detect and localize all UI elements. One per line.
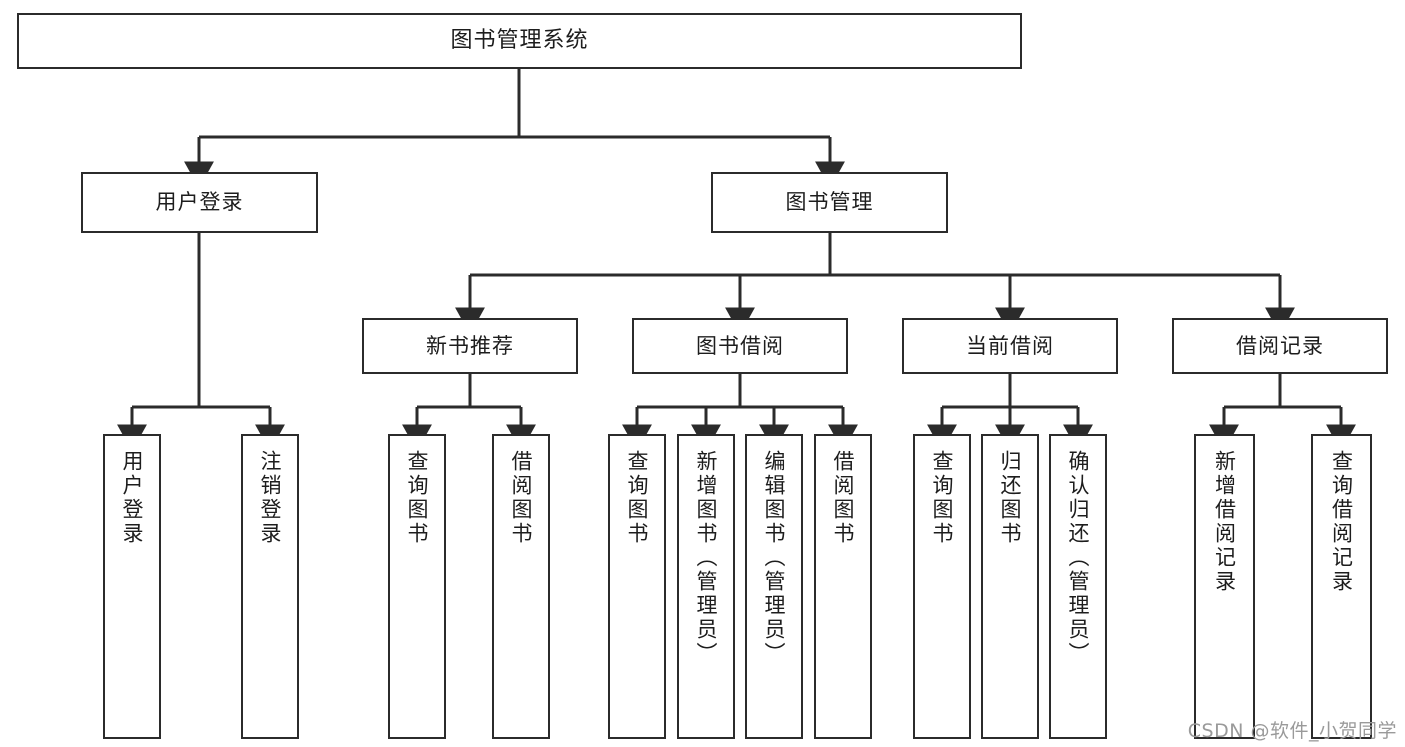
node-borrow-record-label: 借阅记录	[1236, 333, 1324, 358]
node-book-borrow[interactable]: 图书借阅	[632, 318, 848, 374]
node-user-login[interactable]: 用户登录	[81, 172, 318, 233]
leaf-confirm-return[interactable]: 确认归还（管理员）	[1049, 434, 1107, 739]
leaf-user-login[interactable]: 用户登录	[103, 434, 161, 739]
leaf-add-book-label: 新增图书（管理员）	[694, 450, 719, 666]
leaf-query-record[interactable]: 查询借阅记录	[1311, 434, 1372, 739]
node-current-borrow-label: 当前借阅	[966, 333, 1054, 358]
leaf-confirm-return-label: 确认归还（管理员）	[1066, 450, 1091, 666]
node-root-system[interactable]: 图书管理系统	[17, 13, 1022, 69]
leaf-query-book-1-label: 查询图书	[405, 450, 430, 546]
node-new-book-recommend-label: 新书推荐	[426, 333, 514, 358]
node-book-borrow-label: 图书借阅	[696, 333, 784, 358]
leaf-add-record-label: 新增借阅记录	[1212, 450, 1237, 594]
leaf-query-book-3[interactable]: 查询图书	[913, 434, 971, 739]
leaf-add-record[interactable]: 新增借阅记录	[1194, 434, 1255, 739]
leaf-user-login-label: 用户登录	[120, 450, 145, 546]
node-user-login-label: 用户登录	[155, 190, 244, 215]
leaf-logout-login-label: 注销登录	[258, 450, 283, 546]
node-borrow-record[interactable]: 借阅记录	[1172, 318, 1388, 374]
node-book-manage[interactable]: 图书管理	[711, 172, 948, 233]
csdn-watermark: CSDN @软件_小贺同学	[1187, 720, 1397, 742]
leaf-query-record-label: 查询借阅记录	[1329, 450, 1354, 594]
leaf-borrow-book-2-label: 借阅图书	[831, 450, 856, 546]
leaf-edit-book-label: 编辑图书（管理员）	[762, 450, 787, 666]
leaf-return-book[interactable]: 归还图书	[981, 434, 1039, 739]
leaf-query-book-1[interactable]: 查询图书	[388, 434, 446, 739]
leaf-add-book[interactable]: 新增图书（管理员）	[677, 434, 735, 739]
leaf-query-book-3-label: 查询图书	[930, 450, 955, 546]
leaf-return-book-label: 归还图书	[998, 450, 1023, 546]
leaf-logout-login[interactable]: 注销登录	[241, 434, 299, 739]
leaf-borrow-book-2[interactable]: 借阅图书	[814, 434, 872, 739]
node-current-borrow[interactable]: 当前借阅	[902, 318, 1118, 374]
node-new-book-recommend[interactable]: 新书推荐	[362, 318, 578, 374]
leaf-edit-book[interactable]: 编辑图书（管理员）	[745, 434, 803, 739]
node-book-manage-label: 图书管理	[785, 190, 874, 215]
leaf-borrow-book-1[interactable]: 借阅图书	[492, 434, 550, 739]
leaf-borrow-book-1-label: 借阅图书	[509, 450, 534, 546]
leaf-query-book-2-label: 查询图书	[625, 450, 650, 546]
node-root-system-label: 图书管理系统	[450, 28, 589, 54]
leaf-query-book-2[interactable]: 查询图书	[608, 434, 666, 739]
